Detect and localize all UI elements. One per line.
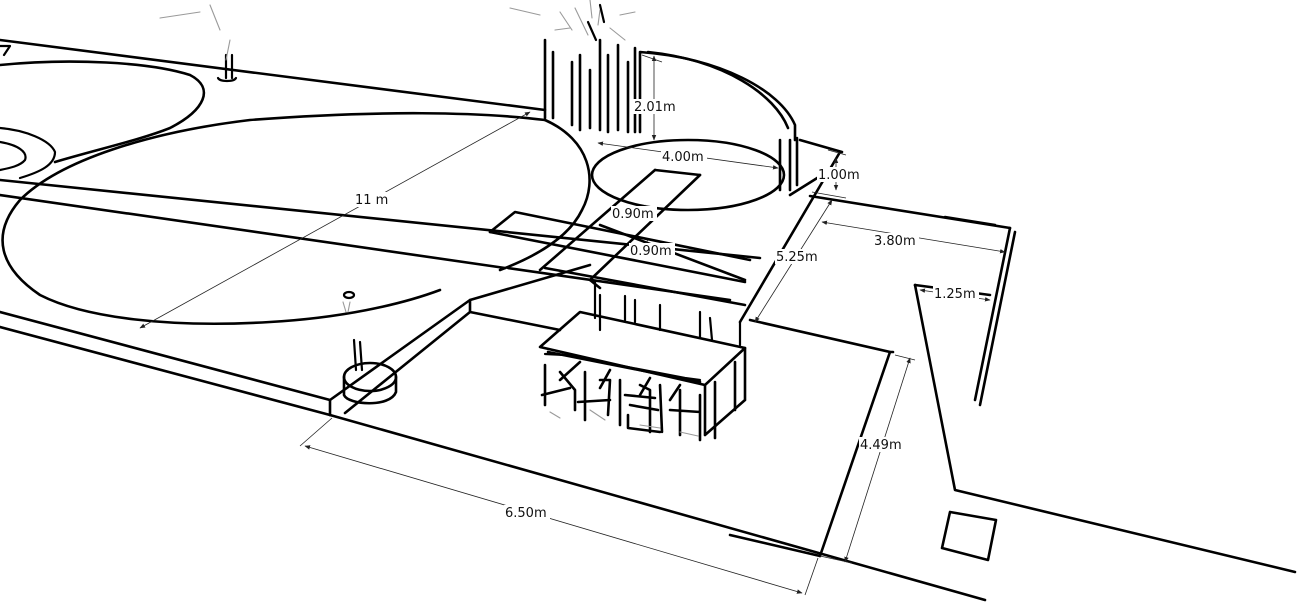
dimension-labels: 2.01m 4.00m 1.00m 11 m 0.90m 0.90m 3.80m… [354, 99, 979, 521]
dim-label-2-01: 2.01m [634, 100, 676, 115]
dimension-lines [139, 54, 1006, 596]
stepping-path-grid [488, 168, 752, 307]
small-tree-top [159, 4, 238, 83]
dim-label-1-25: 1.25m [934, 287, 976, 302]
circular-patio [590, 50, 844, 324]
dim-label-11: 11 m [355, 193, 388, 208]
dim-label-0-90-upper: 0.90m [612, 207, 654, 222]
dining-table-with-chairs [538, 280, 747, 442]
dim-label-3-80: 3.80m [874, 234, 916, 249]
dim-label-1-00: 1.00m [818, 168, 860, 183]
reed-cluster [509, 0, 637, 134]
dim-label-0-90-lower: 0.90m [630, 244, 672, 259]
dim-label-5-25: 5.25m [776, 250, 818, 265]
dim-label-4-00: 4.00m [662, 150, 704, 165]
large-circular-lawn [0, 44, 591, 326]
dim-label-4-49: 4.49m [860, 438, 902, 453]
dim-label-6-50: 6.50m [505, 506, 547, 521]
